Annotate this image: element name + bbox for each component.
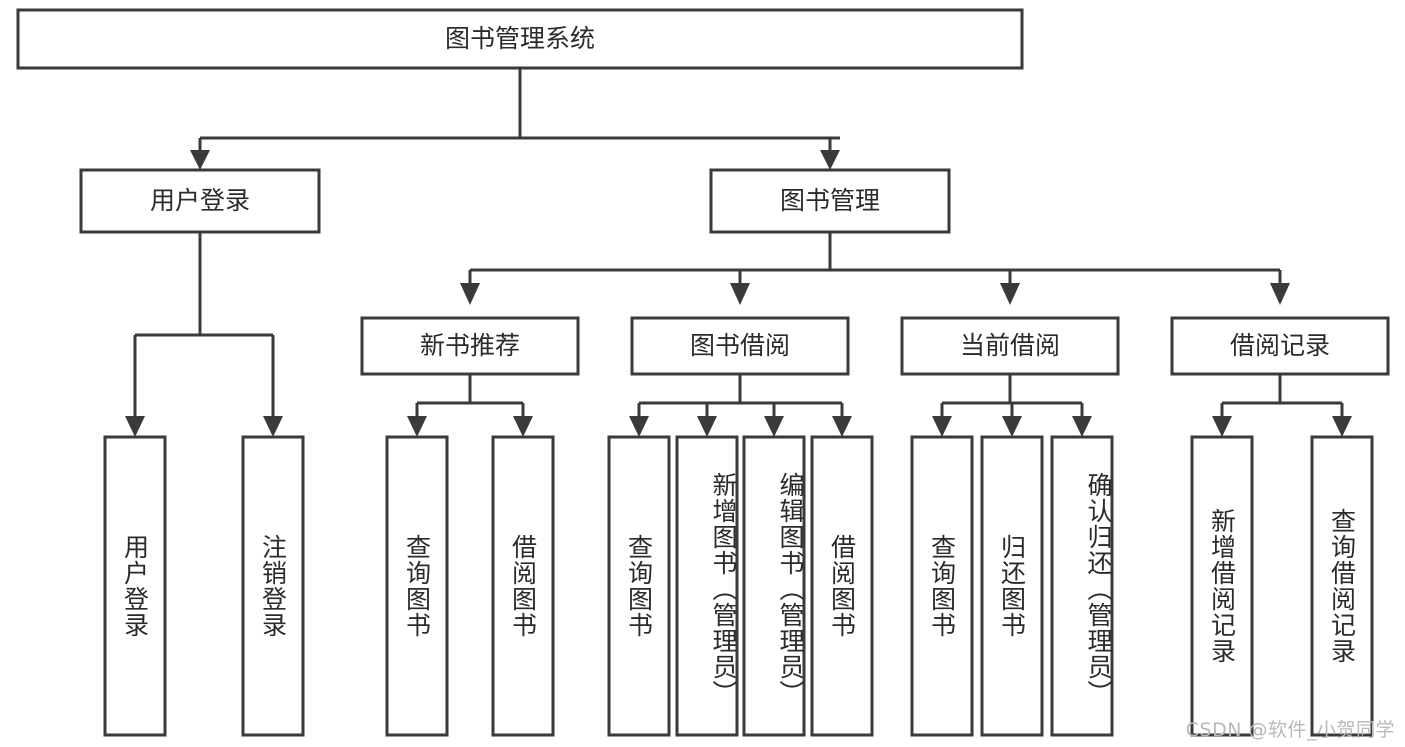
leaf-box-current-borrow-1[interactable]	[910, 435, 974, 737]
leaf-box-book-borrow-1[interactable]	[607, 435, 671, 737]
node-book-management[interactable]	[709, 168, 951, 234]
leaf-box-user-login-1[interactable]	[103, 435, 167, 737]
connector-bookborrow-to-leaves	[629, 374, 852, 437]
node-book-borrow[interactable]	[630, 316, 850, 376]
node-current-borrow-label: 当前借阅	[960, 331, 1060, 360]
connector-currentborrow-to-leaves	[932, 374, 1092, 437]
leaf-box-current-borrow-3[interactable]	[1050, 435, 1114, 737]
node-root[interactable]	[16, 8, 1024, 70]
leaf-box-borrow-record-1[interactable]	[1190, 435, 1254, 737]
node-user-login[interactable]	[79, 168, 321, 234]
connector-newbook-to-leaves	[407, 374, 533, 437]
leaf-box-current-borrow-2[interactable]	[980, 435, 1044, 737]
node-root-label: 图书管理系统	[445, 24, 595, 53]
connector-userlogin-to-leaves	[125, 232, 283, 437]
node-borrow-record-label: 借阅记录	[1230, 331, 1330, 360]
leaf-box-new-book-2[interactable]	[491, 435, 555, 737]
connector-bookmgmt-to-level2	[460, 232, 1290, 305]
leaf-box-book-borrow-3[interactable]	[742, 435, 806, 737]
node-new-book-recommend[interactable]	[360, 316, 580, 376]
leaf-box-borrow-record-2[interactable]	[1310, 435, 1374, 737]
leaf-box-user-login-2[interactable]	[241, 435, 305, 737]
leaf-box-book-borrow-2[interactable]	[675, 435, 739, 737]
node-current-borrow[interactable]	[900, 316, 1120, 376]
leaf-box-new-book-1[interactable]	[385, 435, 449, 737]
connector-borrowrecord-to-leaves	[1212, 374, 1352, 437]
node-user-login-label: 用户登录	[150, 186, 250, 215]
node-book-management-label: 图书管理	[780, 186, 880, 215]
node-book-borrow-label: 图书借阅	[690, 331, 790, 360]
node-new-book-recommend-label: 新书推荐	[420, 331, 520, 360]
node-borrow-record[interactable]	[1170, 316, 1390, 376]
csdn-watermark: CSDN @软件_小贺同学	[1185, 719, 1395, 741]
leaf-box-book-borrow-4[interactable]	[810, 435, 874, 737]
connector-root-to-level1	[190, 68, 840, 170]
